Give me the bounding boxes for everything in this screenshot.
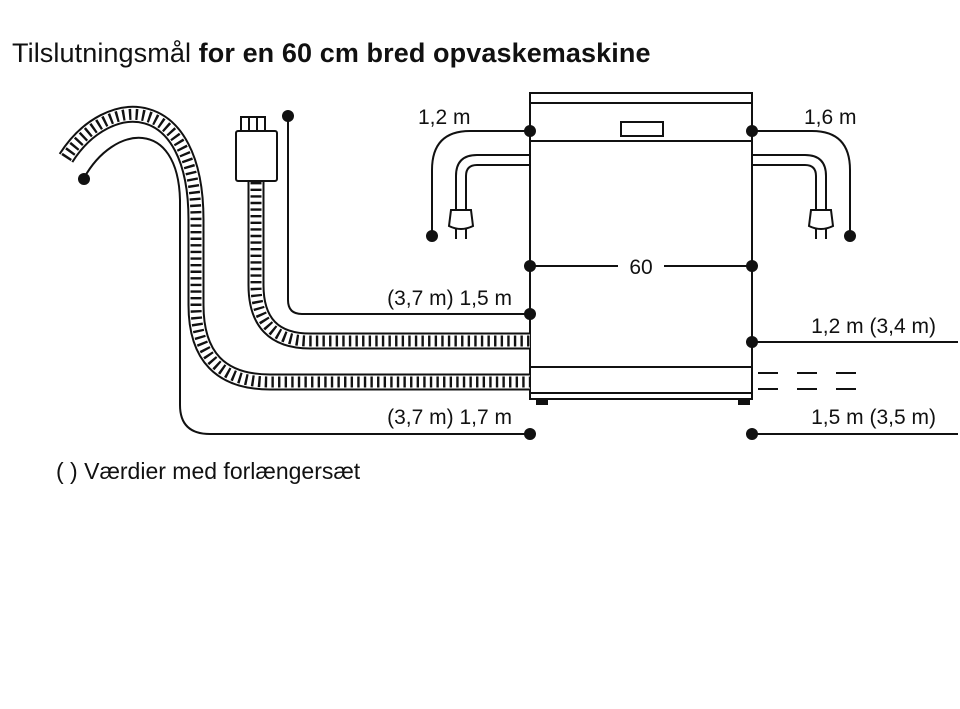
dishwasher-outline xyxy=(529,92,753,400)
plug-left xyxy=(447,209,475,239)
right-reference-lines xyxy=(752,341,958,435)
aquastop-valve xyxy=(235,116,278,182)
label-right-lower: 1,5 m (3,5 m) xyxy=(811,406,936,429)
plug-right xyxy=(807,209,835,239)
label-power-right: 1,6 m xyxy=(804,106,857,129)
label-power-left: 1,2 m xyxy=(418,106,471,129)
power-cords xyxy=(431,130,851,235)
dimension-dots xyxy=(78,110,856,440)
footnote: ( ) Værdier med forlængersæt xyxy=(56,458,361,484)
water-inlet-hose xyxy=(247,182,530,350)
label-width: 60 xyxy=(629,256,652,279)
hose-dimension-lines xyxy=(83,116,530,435)
title-part-regular: Tilslutningsmål xyxy=(12,38,192,68)
title-part-bold: for en 60 cm bred opvaskemaskine xyxy=(198,38,651,68)
label-drain-hose-length: (3,7 m) 1,5 m xyxy=(387,287,512,310)
diagram-title: Tilslutningsmål for en 60 cm bred opvask… xyxy=(12,38,651,69)
dishwasher-feet xyxy=(536,399,750,405)
drain-hose xyxy=(58,106,530,391)
label-water-inlet-length: (3,7 m) 1,7 m xyxy=(387,406,512,429)
label-right-upper: 1,2 m (3,4 m) xyxy=(811,315,936,338)
